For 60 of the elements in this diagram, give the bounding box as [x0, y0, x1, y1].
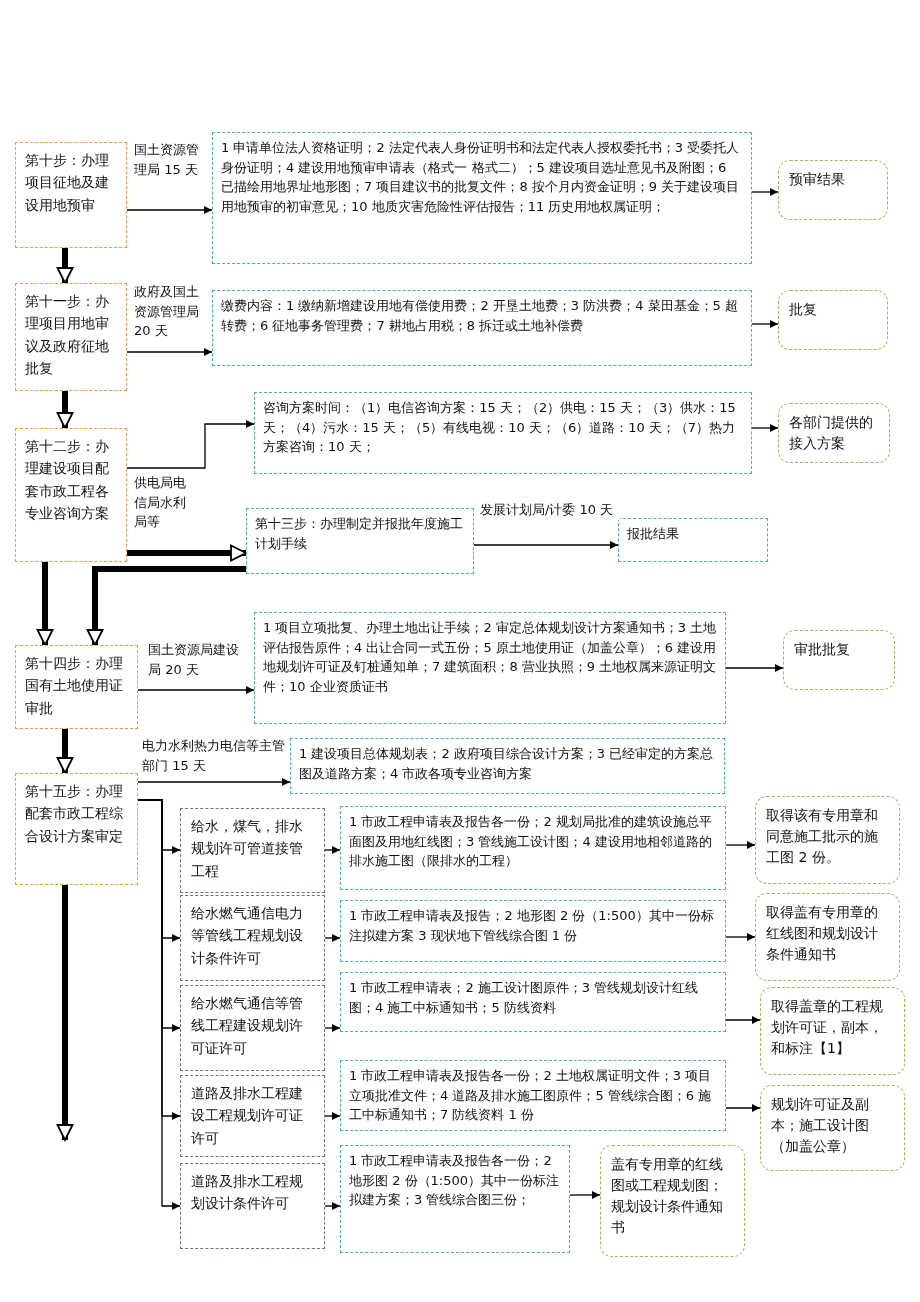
requirement-box: 1 建设项目总体规划表；2 政府项目综合设计方案；3 已经审定的方案总图及道路方案；4 市政各项专业咨询方案	[290, 738, 725, 794]
requirement-box: 报批结果	[618, 518, 768, 562]
arrow	[324, 846, 341, 854]
arrow	[137, 686, 255, 694]
result-box: 审批批复	[783, 630, 895, 690]
arrow	[324, 1112, 341, 1120]
arrow	[725, 841, 756, 849]
arrow	[569, 1191, 601, 1199]
arrow	[725, 1104, 761, 1112]
block-arrow	[86, 566, 246, 646]
arrow	[324, 1024, 341, 1032]
arrow	[137, 778, 291, 786]
requirement-box: 第十三步：办理制定并报批年度施工计划手续	[246, 508, 474, 574]
step-box: 第十步：办理项目征地及建设用地预审	[15, 142, 127, 248]
arrow	[725, 933, 756, 941]
result-box: 批复	[778, 290, 888, 350]
step-box: 第十一步：办理项目用地审议及政府征地批复	[15, 283, 127, 391]
block-arrow	[56, 729, 74, 774]
sub-item-box: 给水燃气通信电力等管线工程规划设计条件许可	[180, 895, 325, 981]
result-box: 规划许可证及副本；施工设计图（加盖公章）	[760, 1085, 905, 1171]
result-box: 取得盖章的工程规划许可证，副本，和标注【1】	[760, 987, 905, 1075]
sub-item-box: 道路及排水工程规划设计条件许可	[180, 1163, 325, 1249]
block-arrow	[127, 544, 247, 562]
requirement-box: 1 市政工程申请表及报告各一份；2 地形图 2 份（1:500）其中一份标注拟建方案；3 管线综合图三份；	[340, 1145, 570, 1253]
requirement-box: 1 市政工程申请表及报告；2 地形图 2 份（1:500）其中一份标注拟建方案 3 现状地下管线综合图 1 份	[340, 900, 726, 962]
arrow	[751, 320, 779, 328]
edge-label: 发展计划局/计委 10 天	[480, 500, 620, 520]
requirement-box: 1 市政工程申请表；2 施工设计图原件；3 管线规划设计红线图；4 施工中标通知书；5 防线资料	[340, 972, 726, 1032]
arrow	[751, 188, 779, 196]
arrow	[324, 1202, 341, 1210]
arrow	[725, 664, 784, 672]
arrow	[751, 424, 779, 432]
block-arrow	[56, 248, 74, 284]
sub-item-box: 给水燃气通信等管线工程建设规划许可证许可	[180, 985, 325, 1071]
arrow	[324, 934, 341, 942]
arrow	[126, 348, 213, 356]
arrow	[126, 420, 255, 469]
requirement-box: 1 市政工程申请表及报告各一份；2 土地权属证明文件；3 项目立项批准文件；4 道路及排水施工图原件；5 管线综合图；6 施工中标通知书；7 防线资料 1 份	[340, 1060, 726, 1131]
result-box: 各部门提供的接入方案	[778, 403, 890, 463]
requirement-box: 1 市政工程申请表及报告各一份；2 规划局批准的建筑设施总平面图及用地红线图；3 管线施工设计图；4 建设用地相邻道路的排水施工图（限排水的工程）	[340, 806, 726, 890]
arrow	[725, 1016, 761, 1024]
requirement-box: 缴费内容：1 缴纳新增建设用地有偿使用费；2 开垦土地费；3 防洪费；4 菜田基金；5 超转费；6 征地事务管理费；7 耕地占用税；8 拆迁或土地补偿费	[212, 290, 752, 366]
requirement-box: 咨询方案时间：（1）电信咨询方案：15 天；（2）供电：15 天；（3）供水：15 天；（4）污水：15 天；（5）有线电视：10 天；（6）道路：10 天；（7）热力方案咨询：10 天；	[254, 392, 752, 474]
sub-item-box: 给水，煤气，排水规划许可管道接管工程	[180, 808, 325, 893]
block-arrow	[56, 391, 74, 429]
block-arrow	[36, 562, 54, 646]
step-box: 第十四步：办理国有土地使用证审批	[15, 645, 138, 729]
requirement-box: 1 项目立项批复、办理土地出让手续；2 审定总体规划设计方案通知书；3 土地评估报告原件；4 出让合同一式五份；5 原土地使用证（加盖公章）；6 建设用地规划许可证及钉桩通知单；7 建筑面积；8 营业执照；9 土地权属来源证明文件；10 企业资质证书	[254, 612, 726, 724]
requirement-box: 1 申请单位法人资格证明；2 法定代表人身份证明书和法定代表人授权委托书；3 受委托人身份证明；4 建设用地预审申请表（格式一 格式二）；5 建设项目选址意见书及附图；6 已描绘用地界址地形图；7 项目建议书的批复文件；8 按个月内资金证明；9 关于建设项目用地预审的初审意见；10 地质灾害危险性评估报告；11 历史用地权属证明；	[212, 132, 752, 264]
result-box: 取得该有专用章和同意施工批示的施工图 2 份。	[755, 796, 900, 884]
step-box: 第十五步：办理配套市政工程综合设计方案审定	[15, 773, 138, 885]
result-box: 取得盖有专用章的红线图和规划设计条件通知书	[755, 893, 900, 981]
block-arrow	[56, 885, 74, 1141]
sub-item-box: 道路及排水工程建设工程规划许可证许可	[180, 1075, 325, 1157]
step-box: 第十二步：办理建设项目配套市政工程各专业咨询方案	[15, 428, 127, 562]
arrow	[126, 206, 213, 214]
result-box: 预审结果	[778, 160, 888, 220]
arrow	[473, 541, 619, 549]
edge-label: 电力水利热力电信等主管部门 15 天	[142, 736, 287, 775]
result-box: 盖有专用章的红线图或工程规划图；规划设计条件通知书	[600, 1145, 745, 1257]
